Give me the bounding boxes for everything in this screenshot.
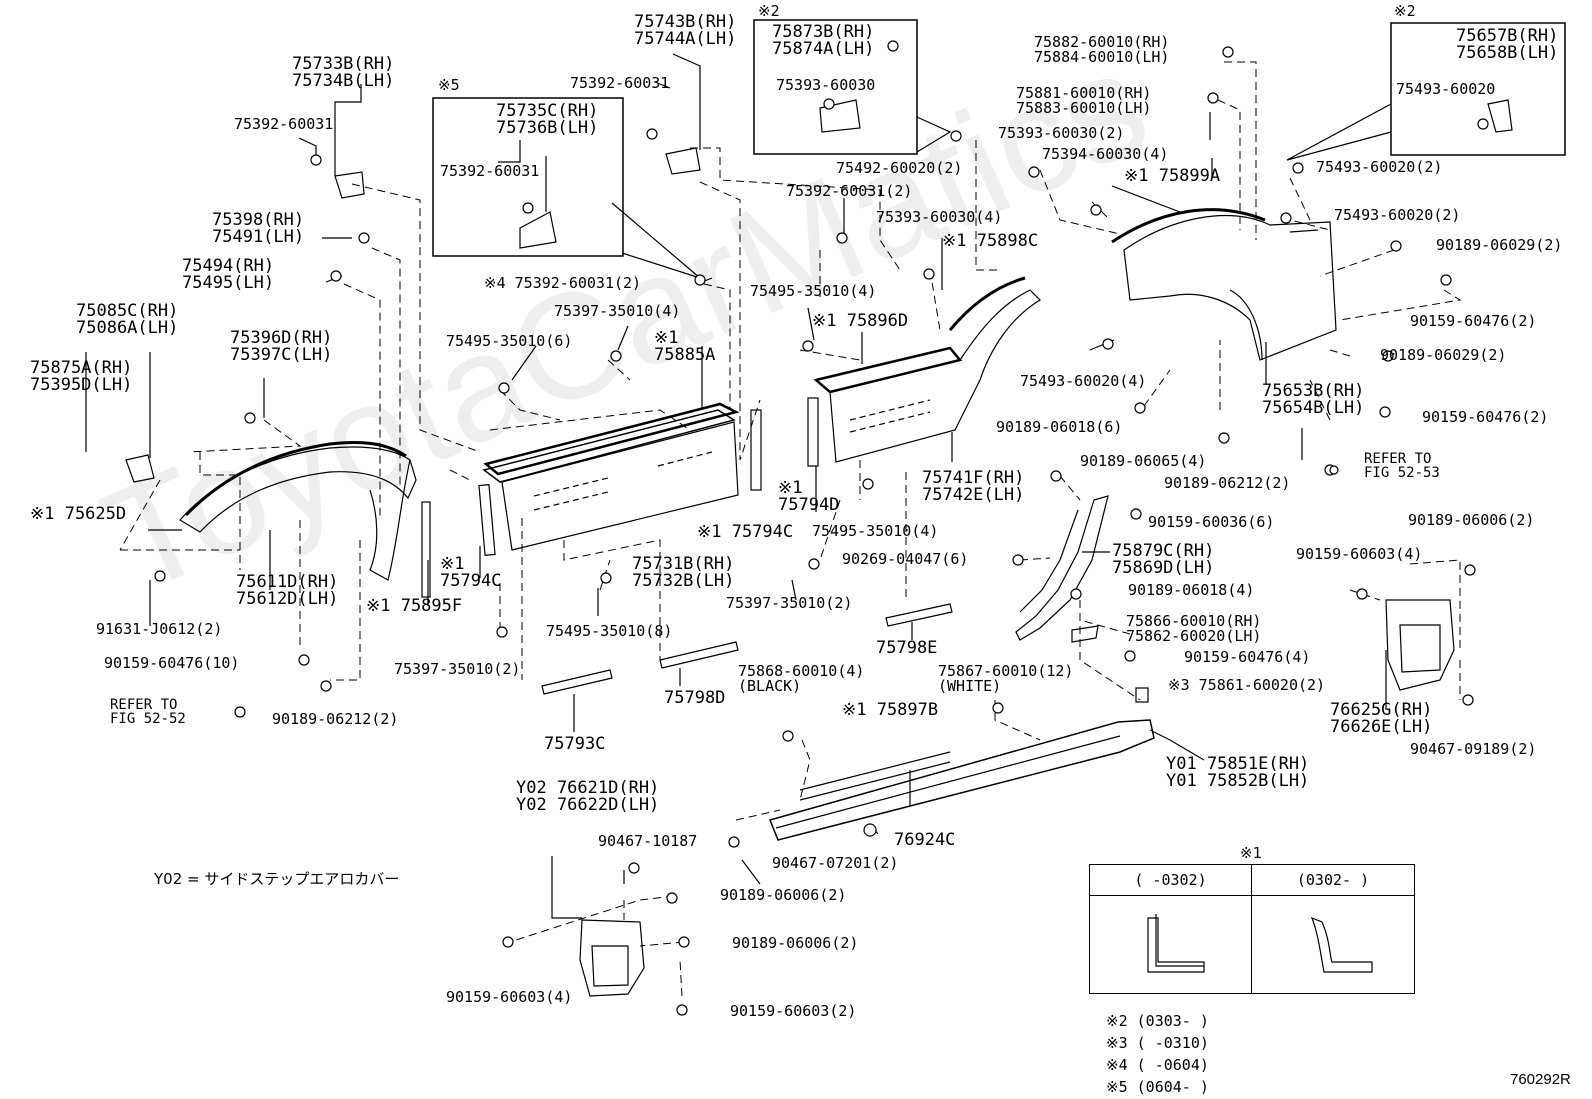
part-label-75875A: 75875A(RH)75395D(LH) — [30, 358, 133, 395]
part-label-75493-a: 75493-60020 — [1396, 80, 1496, 98]
inset-mark-2: ※2 — [758, 2, 780, 20]
part-label-75396D: 75396D(RH)75397C(LH) — [230, 328, 333, 365]
part-label-75881: 75881-60010(RH)75883-60010(LH) — [1016, 84, 1152, 117]
part-label-75794C-1: ※1 75794C — [697, 522, 794, 542]
part-label-76621D: Y02 76621D(RH)Y02 76622D(LH) — [516, 778, 660, 815]
part-label-90189-e: 90189-06212(2) — [1164, 474, 1291, 492]
part-label-75392-d: ※4 75392-60031(2) — [484, 274, 642, 292]
part-label-75495-c: 75495-35010(4) — [812, 522, 939, 540]
part-label-75896D: ※1 75896D — [812, 311, 909, 331]
part-label-75798D: 75798D — [664, 688, 726, 708]
part-label-75657B: 75657B(RH)75658B(LH) — [1456, 26, 1559, 63]
part-label-90189-c: 90189-06018(6) — [996, 418, 1123, 436]
part-label-90467-c: 90467-07201(2) — [772, 854, 899, 872]
part-label-75895F: ※1 75895F — [366, 596, 463, 616]
part-label-75867: 75867-60010(12)(WHITE) — [938, 662, 1074, 695]
y02-note: Y02 = サイドステップエアロカバー — [154, 870, 400, 888]
part-label-75398: 75398(RH)75491(LH) — [212, 210, 305, 247]
part-label-75868: 75868-60010(4)(BLACK) — [738, 662, 865, 695]
legend-table: ( -0302) (0302- ) — [1089, 864, 1415, 994]
part-label-75397-c: 75397-35010(2) — [394, 660, 521, 678]
part-label-75392-a: 75392-60031 — [234, 115, 334, 133]
part-label-91631: 91631-J0612(2) — [96, 620, 223, 638]
part-label-75393-a: 75393-60030 — [776, 76, 876, 94]
part-label-75493-d: 75493-60020(4) — [1020, 372, 1147, 390]
part-label-75394: 75394-60030(4) — [1042, 145, 1169, 163]
part-label-75494: 75494(RH)75495(LH) — [182, 256, 275, 293]
part-label-75882: 75882-60010(RH)75884-60010(LH) — [1034, 33, 1170, 66]
part-label-90189-j: 90189-06006(2) — [732, 934, 859, 952]
part-label-90159-a: 90159-60476(2) — [1410, 312, 1537, 330]
part-label-76625G: 76625G(RH)76626E(LH) — [1330, 700, 1433, 737]
part-label-75899A: ※1 75899A — [1124, 166, 1221, 186]
part-label-75085C: 75085C(RH)75086A(LH) — [76, 301, 179, 338]
part-label-90189-h: 90189-06212(2) — [272, 710, 399, 728]
part-label-75392-c: 75392-60031 — [570, 74, 670, 92]
part-label-75493-c: 75493-60020(2) — [1334, 206, 1461, 224]
part-label-75733B: 75733B(RH)75734B(LH) — [292, 54, 395, 91]
part-label-90189-f: 90189-06006(2) — [1408, 511, 1535, 529]
part-label-75392-e: 75392-60031(2) — [786, 182, 913, 200]
part-label-90189-a: 90189-06029(2) — [1436, 236, 1563, 254]
part-label-75625D: ※1 75625D — [30, 504, 127, 524]
part-label-75793C: 75793C — [544, 734, 606, 754]
part-label-75495-b: 75495-35010(4) — [750, 282, 877, 300]
legend-col-2: (0302- ) — [1296, 871, 1370, 889]
part-label-90189-b: 90189-06029(2) — [1380, 346, 1507, 364]
part-label-75851E: Y01 75851E(RH)Y01 75852B(LH) — [1166, 754, 1310, 791]
legend-col-1: ( -0302) — [1134, 871, 1207, 889]
part-label-75731B: 75731B(RH)75732B(LH) — [632, 554, 735, 591]
part-label-75492: 75492-60020(2) — [836, 159, 963, 177]
part-label-90159-f: 90159-60476(4) — [1184, 648, 1311, 666]
part-label-75897B: ※1 75897B — [842, 700, 939, 720]
part-label-75397-a: 75397-35010(4) — [554, 302, 681, 320]
part-label-75495-d: 75495-35010(8) — [546, 622, 673, 640]
part-label-75493-b: 75493-60020(2) — [1316, 158, 1443, 176]
legend-mark: ※1 — [1240, 844, 1262, 862]
figure-code: 760292R — [1510, 1071, 1571, 1088]
part-label-75898C: ※1 75898C — [942, 231, 1039, 251]
date-notes: ※2 (0303- ) ※3 ( -0310) ※4 ( -0604) ※5 (… — [1106, 1012, 1209, 1096]
part-label-90159-c: 90159-60036(6) — [1148, 513, 1275, 531]
part-label-75611D: 75611D(RH)75612D(LH) — [236, 572, 339, 609]
part-label-75879C: 75879C(RH)75869D(LH) — [1112, 541, 1215, 578]
part-label-90467-a: 90467-09189(2) — [1410, 740, 1537, 758]
part-label-75741F: 75741F(RH)75742E(LH) — [922, 468, 1025, 505]
part-label-76924C: 76924C — [894, 830, 956, 850]
part-label-75743B: 75743B(RH)75744A(LH) — [634, 12, 737, 49]
part-label-75866: 75866-60010(RH)75862-60020(LH) — [1126, 612, 1262, 645]
part-label-90159-d: 90159-60603(4) — [1296, 545, 1423, 563]
part-label-90189-d: 90189-06065(4) — [1080, 452, 1207, 470]
part-label-75653B: 75653B(RH)75654B(LH) — [1262, 381, 1365, 418]
part-label-75861: ※3 75861-60020(2) — [1168, 676, 1326, 694]
part-label-90159-b: 90159-60476(2) — [1422, 408, 1549, 426]
part-label-90159-e: 90159-60476(10) — [104, 654, 240, 672]
inset-mark-2b: ※2 — [1394, 2, 1416, 20]
part-label-90159-h: 90159-60603(2) — [730, 1002, 857, 1020]
inset-mark-5: ※5 — [438, 76, 460, 94]
part-label-90189-g: 90189-06018(4) — [1128, 581, 1255, 599]
part-label-75393-b: 75393-60030(2) — [998, 124, 1125, 142]
part-label-75397-b: 75397-35010(2) — [726, 594, 853, 612]
part-label-75495-a: 75495-35010(6) — [446, 332, 573, 350]
part-label-75735C: 75735C(RH)75736B(LH) — [496, 101, 599, 138]
part-label-90269: 90269-04047(6) — [842, 550, 969, 568]
part-label-75873B: 75873B(RH)75874A(LH) — [772, 22, 875, 59]
part-label-75393-c: 75393-60030(4) — [876, 208, 1003, 226]
part-label-75798E: 75798E — [876, 638, 938, 658]
part-label-75392-b: 75392-60031 — [440, 162, 540, 180]
part-label-90467-b: 90467-10187 — [598, 832, 698, 850]
part-label-90159-g: 90159-60603(4) — [446, 988, 573, 1006]
part-label-90189-i: 90189-06006(2) — [720, 886, 847, 904]
